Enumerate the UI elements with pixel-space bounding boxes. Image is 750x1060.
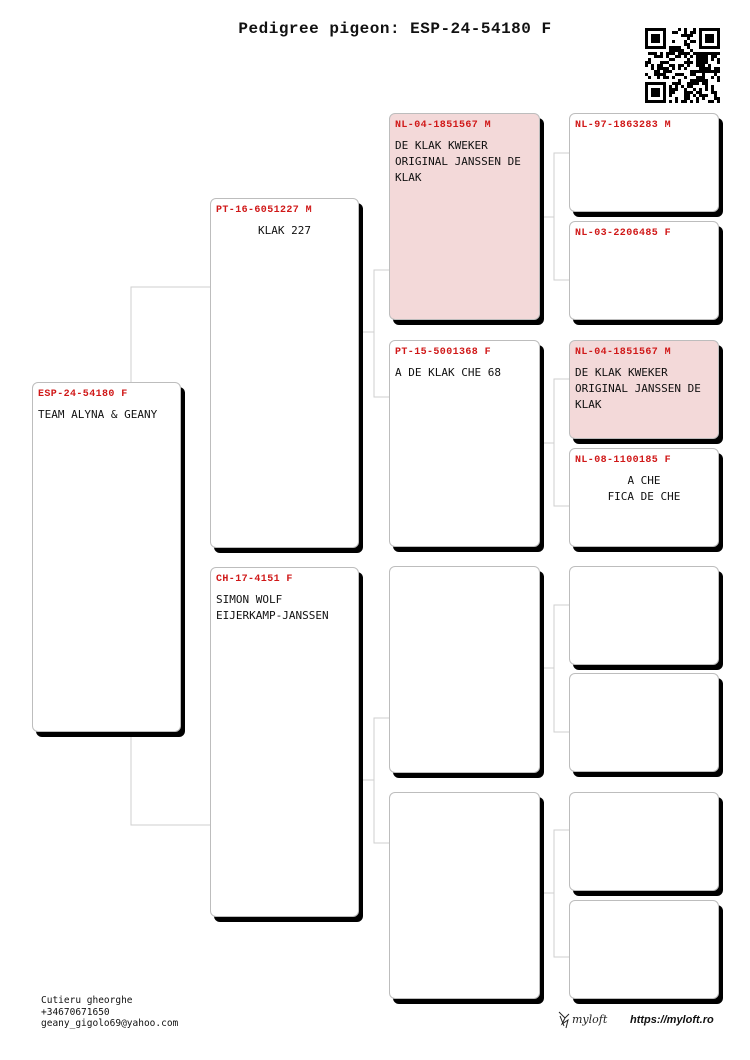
dam-sire-card[interactable] xyxy=(389,566,540,773)
sire-sire-card[interactable]: NL-04-1851567 M DE KLAK KWEKER ORIGINAL … xyxy=(389,113,540,320)
owner-phone: +34670671650 xyxy=(41,1006,110,1018)
dam-card[interactable]: CH-17-4151 F SIMON WOLF EIJERKAMP-JANSSE… xyxy=(210,567,359,917)
great-grandparent-card[interactable] xyxy=(569,900,719,999)
myloft-logo-icon: myloft xyxy=(558,1011,608,1029)
great-grandparent-card[interactable] xyxy=(569,673,719,772)
owner-name: Cutieru gheorghe xyxy=(41,995,133,1006)
owner-contact: Cutieru gheorghe +34670671650 geany_gigo… xyxy=(41,995,178,1030)
ring-number: PT-16-6051227 M xyxy=(216,205,313,216)
ring-number: NL-03-2206485 F xyxy=(575,228,672,239)
great-grandparent-card[interactable]: NL-08-1100185 F A CHE FICA DE CHE xyxy=(569,448,719,547)
subject-pigeon-card[interactable]: ESP-24-54180 F TEAM ALYNA & GEANY xyxy=(32,382,181,732)
pigeon-name: DE KLAK KWEKER ORIGINAL JANSSEN DE KLAK xyxy=(575,366,701,411)
ring-number: ESP-24-54180 F xyxy=(38,389,128,400)
logo-text: myloft xyxy=(572,1013,608,1026)
pigeon-name: KLAK 227 xyxy=(258,224,311,237)
ring-number: PT-15-5001368 F xyxy=(395,347,492,358)
ring-number: CH-17-4151 F xyxy=(216,574,293,585)
great-grandparent-card[interactable] xyxy=(569,566,719,665)
ring-number: NL-04-1851567 M xyxy=(395,120,492,131)
website-link[interactable]: https://myloft.ro xyxy=(630,1014,714,1026)
pigeon-name: SIMON WOLF EIJERKAMP-JANSSEN xyxy=(216,593,329,622)
great-grandparent-card[interactable]: NL-97-1863283 M xyxy=(569,113,719,212)
pigeon-name: TEAM ALYNA & GEANY xyxy=(38,408,158,421)
dam-dam-card[interactable] xyxy=(389,792,540,999)
ring-number: NL-08-1100185 F xyxy=(575,455,672,466)
page-title: Pedigree pigeon: ESP-24-54180 F xyxy=(238,20,552,38)
pigeon-name: DE KLAK KWEKER ORIGINAL JANSSEN DE KLAK xyxy=(395,139,521,184)
pigeon-name: A CHE FICA DE CHE xyxy=(607,474,681,503)
owner-email[interactable]: geany_gigolo69@yahoo.com xyxy=(41,1018,179,1029)
sire-dam-card[interactable]: PT-15-5001368 F A DE KLAK CHE 68 xyxy=(389,340,540,547)
great-grandparent-card[interactable]: NL-03-2206485 F xyxy=(569,221,719,320)
great-grandparent-card[interactable] xyxy=(569,792,719,891)
ring-number: NL-04-1851567 M xyxy=(575,347,672,358)
ring-number: NL-97-1863283 M xyxy=(575,120,672,131)
qr-code-icon xyxy=(645,28,720,103)
sire-card[interactable]: PT-16-6051227 M KLAK 227 xyxy=(210,198,359,548)
great-grandparent-card[interactable]: NL-04-1851567 M DE KLAK KWEKER ORIGINAL … xyxy=(569,340,719,439)
pigeon-name: A DE KLAK CHE 68 xyxy=(395,366,501,379)
